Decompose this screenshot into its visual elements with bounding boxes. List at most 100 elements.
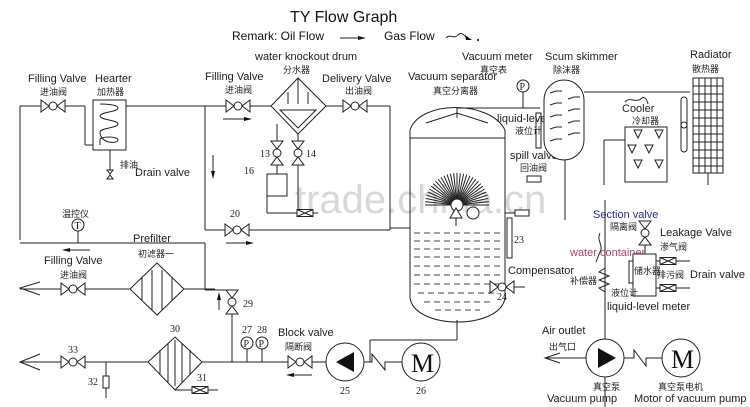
svg-text:排污阀: 排污阀 xyxy=(657,269,684,281)
spray-ray xyxy=(443,175,456,200)
svg-text:Air outlet: Air outlet xyxy=(542,325,585,337)
oil-flow-arrow-icon xyxy=(340,36,366,40)
filling-valve-3[interactable]: Filling Valve 进油阀 xyxy=(44,255,103,296)
spray-ray xyxy=(457,173,461,200)
svg-text:24: 24 xyxy=(497,292,507,303)
svg-text:回油阀: 回油阀 xyxy=(520,162,547,174)
temp-controller: 温控仪 T xyxy=(62,208,89,243)
spray-ray xyxy=(425,201,452,205)
filling-valve-1[interactable]: Filling Valve 进油阀 xyxy=(28,73,87,113)
spray-ray xyxy=(462,197,489,205)
prefilter: Prefilter 初滤器一 xyxy=(129,233,185,316)
oil-pump-motor-26[interactable]: M 26 xyxy=(401,342,441,397)
compensator: 补偿器 xyxy=(570,267,611,293)
vacuum-pump-motor[interactable]: M 真空泵电机 Motor of vacuum pump xyxy=(634,338,747,405)
section-valve[interactable]: Section valve 隔离阀 xyxy=(593,209,658,246)
scum-skimmer: Scum skimmer 除沫器 xyxy=(543,51,618,161)
air-outlet: Air outlet 出气口 xyxy=(542,325,585,364)
oil-flow-arrow-left-icon xyxy=(286,373,312,377)
spray-ray xyxy=(437,178,454,201)
spray-ray xyxy=(430,185,453,202)
svg-text:Leakage Valve: Leakage Valve xyxy=(660,227,732,239)
spill-valve[interactable]: spill valve 回油阀 xyxy=(510,150,558,183)
svg-text:14: 14 xyxy=(306,149,316,160)
coupling xyxy=(364,352,402,372)
svg-text:储水器: 储水器 xyxy=(634,265,661,277)
svg-text:32: 32 xyxy=(88,377,98,388)
spray-ray xyxy=(462,191,487,204)
valve-31[interactable]: 31 xyxy=(191,373,209,394)
spray-ray xyxy=(461,188,485,203)
valve-small-2[interactable] xyxy=(514,209,530,217)
svg-text:Block valve: Block valve xyxy=(278,327,334,339)
svg-text:Filling Valve: Filling Valve xyxy=(44,255,103,267)
svg-text:Hearter: Hearter xyxy=(95,73,132,85)
spray-ray xyxy=(425,197,452,205)
svg-text:补偿器: 补偿器 xyxy=(570,275,597,287)
svg-text:Section valve: Section valve xyxy=(593,209,658,221)
svg-text:加热器: 加热器 xyxy=(97,86,124,98)
spray-ray xyxy=(457,173,465,200)
oil-level-lines xyxy=(414,232,501,311)
vacuum-pump[interactable]: 真空泵 Vacuum pump xyxy=(547,338,625,405)
liquid-level-meter-2: 液位计 liquid-level meter xyxy=(607,287,690,313)
svg-text:排油: 排油 xyxy=(120,159,138,171)
spray-ray xyxy=(446,174,456,200)
svg-text:Drain valve: Drain valve xyxy=(135,167,190,179)
gas-flow-arrow-icon xyxy=(445,33,479,41)
svg-text:26: 26 xyxy=(416,386,426,397)
svg-text:进油阀: 进油阀 xyxy=(225,84,252,96)
valve-20[interactable]: 20 xyxy=(224,209,250,237)
valve-24[interactable]: 24 xyxy=(489,280,515,303)
valve-33[interactable]: 33 xyxy=(60,345,86,369)
valve-32[interactable]: 32 xyxy=(88,375,110,389)
svg-text:散热器: 散热器 xyxy=(692,63,719,75)
delivery-valve[interactable]: Delivery Valve 出油阀 xyxy=(322,73,392,113)
svg-text:隔断阀: 隔断阀 xyxy=(285,341,312,353)
svg-text:29: 29 xyxy=(243,299,253,310)
small-valve[interactable] xyxy=(296,209,314,217)
svg-text:分水器: 分水器 xyxy=(283,64,310,76)
oil-flow-arrow-up-icon xyxy=(217,292,221,310)
svg-text:M: M xyxy=(671,345,694,374)
block-valve[interactable]: Block valve 隔断阀 xyxy=(278,327,334,369)
svg-text:liquid-level meter: liquid-level meter xyxy=(607,301,690,313)
svg-text:31: 31 xyxy=(197,373,207,384)
spray-ray xyxy=(458,174,468,200)
gas-flow-arrow-icon xyxy=(624,97,649,105)
svg-text:Prefilter: Prefilter xyxy=(133,233,171,245)
svg-text:P: P xyxy=(244,339,250,350)
compensator-label: Compensator xyxy=(508,265,574,277)
svg-text:30: 30 xyxy=(170,324,180,335)
oil-pump-25[interactable]: 25 xyxy=(325,342,365,397)
vacuum-meter: Vacuum meter 真空表 P xyxy=(462,51,533,108)
svg-text:20: 20 xyxy=(230,209,240,220)
svg-text:真空表: 真空表 xyxy=(480,64,507,76)
svg-text:33: 33 xyxy=(68,345,78,356)
leakage-valve[interactable]: Leakage Valve 渗气阀 xyxy=(660,227,732,253)
valve-13[interactable]: 13 xyxy=(260,140,284,166)
svg-text:温控仪: 温控仪 xyxy=(62,208,89,220)
spray-ray xyxy=(460,180,479,201)
filling-valve-2[interactable]: Filling Valve 进油阀 xyxy=(205,71,264,113)
valve-14[interactable]: 14 xyxy=(291,140,316,166)
svg-text:除沫器: 除沫器 xyxy=(553,64,580,76)
spray-ray xyxy=(429,188,453,203)
svg-text:真空泵: 真空泵 xyxy=(593,381,620,393)
vacuum-separator: Vacuum separator 真空分离器 xyxy=(408,71,506,323)
spray-ray xyxy=(432,183,453,202)
pressure-gauge-28: 28 P xyxy=(255,325,269,362)
spray-ray xyxy=(462,201,489,205)
spray-ray xyxy=(427,191,452,204)
spray-ray xyxy=(460,178,477,201)
drain-valve-2[interactable]: 排污阀 Drain valve xyxy=(657,257,745,292)
svg-text:Vacuum meter: Vacuum meter xyxy=(462,51,533,63)
valve-29[interactable]: 29 xyxy=(225,289,253,315)
svg-text:25: 25 xyxy=(340,386,350,397)
svg-text:Drain valve: Drain valve xyxy=(690,269,745,281)
svg-text:water knockout drum: water knockout drum xyxy=(254,51,357,63)
svg-text:27: 27 xyxy=(242,325,252,336)
drain-valve-1[interactable]: 排油 Drain valve xyxy=(106,159,190,180)
oil-flow-arrow-left-icon xyxy=(62,248,90,252)
